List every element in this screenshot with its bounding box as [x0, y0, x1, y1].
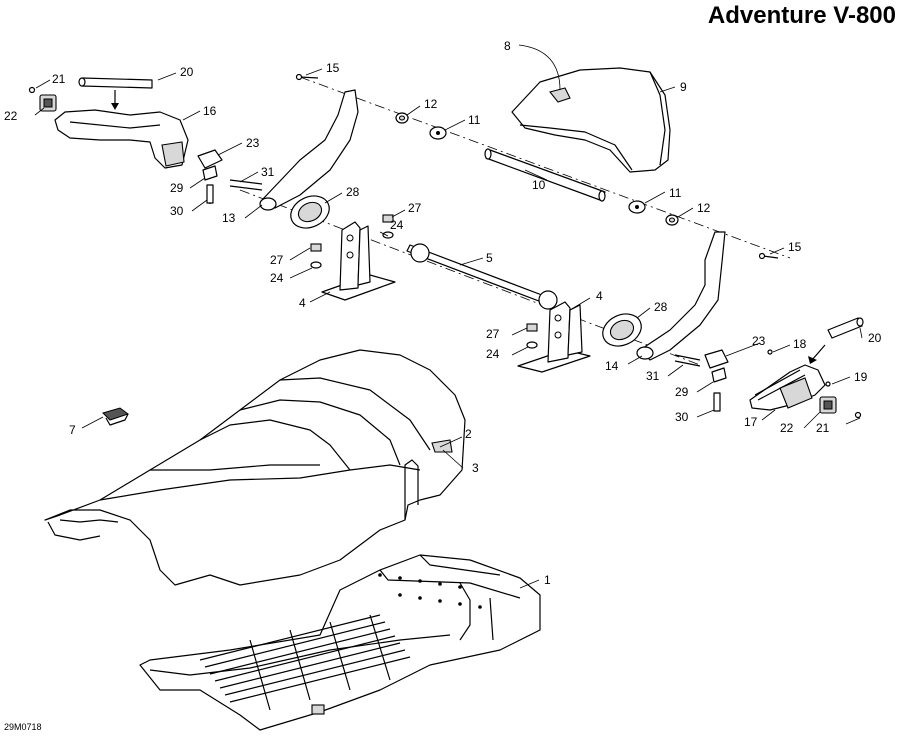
- callout-21-left: 21: [52, 72, 66, 86]
- callout-23-right: 23: [752, 334, 766, 348]
- callout-2: 2: [465, 427, 472, 441]
- part-axle: [406, 243, 558, 310]
- callout-23-left: 23: [246, 136, 260, 150]
- callout-labels: 1 2 3 4 4 5 7 8 9 10 11 11 12 12 13 14 1…: [4, 39, 882, 587]
- part-left-lever: [259, 89, 359, 211]
- callout-17: 17: [744, 415, 758, 429]
- callout-28-right: 28: [654, 300, 668, 314]
- callout-31-right: 31: [646, 369, 660, 383]
- callout-22-right: 22: [780, 421, 794, 435]
- axis-upper: [299, 76, 791, 259]
- callout-27-mid: 27: [408, 201, 422, 215]
- callout-29-right: 29: [675, 385, 689, 399]
- part-nuts: [310, 214, 538, 349]
- callout-24-right: 24: [486, 347, 500, 361]
- callout-11-upper: 11: [468, 113, 481, 127]
- callout-14: 14: [605, 359, 619, 373]
- callout-19: 19: [854, 370, 868, 384]
- part-left-handle: [28, 77, 263, 204]
- callout-15-left: 15: [326, 61, 340, 75]
- part-right-lever: [636, 231, 726, 361]
- callout-20-left: 20: [180, 65, 194, 79]
- callout-13: 13: [222, 211, 236, 225]
- callout-30-left: 30: [170, 204, 184, 218]
- part-rings: [290, 195, 642, 347]
- part-shaft: [484, 148, 606, 202]
- leader-lines: [34, 44, 863, 589]
- seat-base-slats: [199, 614, 411, 711]
- part-washers: [395, 112, 679, 226]
- callout-18: 18: [793, 337, 807, 351]
- callout-5: 5: [486, 251, 493, 265]
- callout-4-left: 4: [299, 296, 306, 310]
- callout-8: 8: [504, 39, 511, 53]
- callout-24-mid: 24: [390, 218, 404, 232]
- callout-15-right: 15: [788, 240, 802, 254]
- part-seat-cushion: [44, 349, 466, 586]
- callout-16: 16: [203, 104, 217, 118]
- reference-code: 29M0718: [4, 722, 42, 732]
- part-right-bracket: [517, 301, 591, 373]
- part-left-bracket: [321, 221, 396, 301]
- callout-30-right: 30: [675, 410, 689, 424]
- callout-11-lower: 11: [669, 186, 682, 200]
- callout-1: 1: [544, 573, 551, 587]
- diagram-title: Adventure V-800: [707, 2, 896, 29]
- callout-31-left: 31: [261, 165, 275, 179]
- callout-27-right: 27: [486, 327, 500, 341]
- callout-22-left: 22: [4, 109, 18, 123]
- callout-10: 10: [532, 178, 546, 192]
- part-bolts: [295, 73, 779, 260]
- callout-12-lower: 12: [697, 201, 711, 215]
- callout-21-right: 21: [816, 421, 830, 435]
- callout-4-right: 4: [596, 289, 603, 303]
- callout-24-left: 24: [270, 271, 284, 285]
- callout-20-right: 20: [868, 331, 882, 345]
- callout-29-left: 29: [170, 181, 184, 195]
- callout-7: 7: [69, 423, 76, 437]
- part-seat-base: [139, 554, 541, 731]
- seat-base-holes: [378, 573, 482, 609]
- part-clip: [102, 407, 130, 426]
- callout-12-upper: 12: [424, 97, 438, 111]
- callout-28-left: 28: [346, 185, 360, 199]
- callout-27-left: 27: [270, 253, 284, 267]
- callout-9: 9: [680, 80, 687, 94]
- part-backrest: [511, 67, 671, 173]
- part-right-handle: [674, 317, 864, 419]
- callout-3: 3: [472, 461, 479, 475]
